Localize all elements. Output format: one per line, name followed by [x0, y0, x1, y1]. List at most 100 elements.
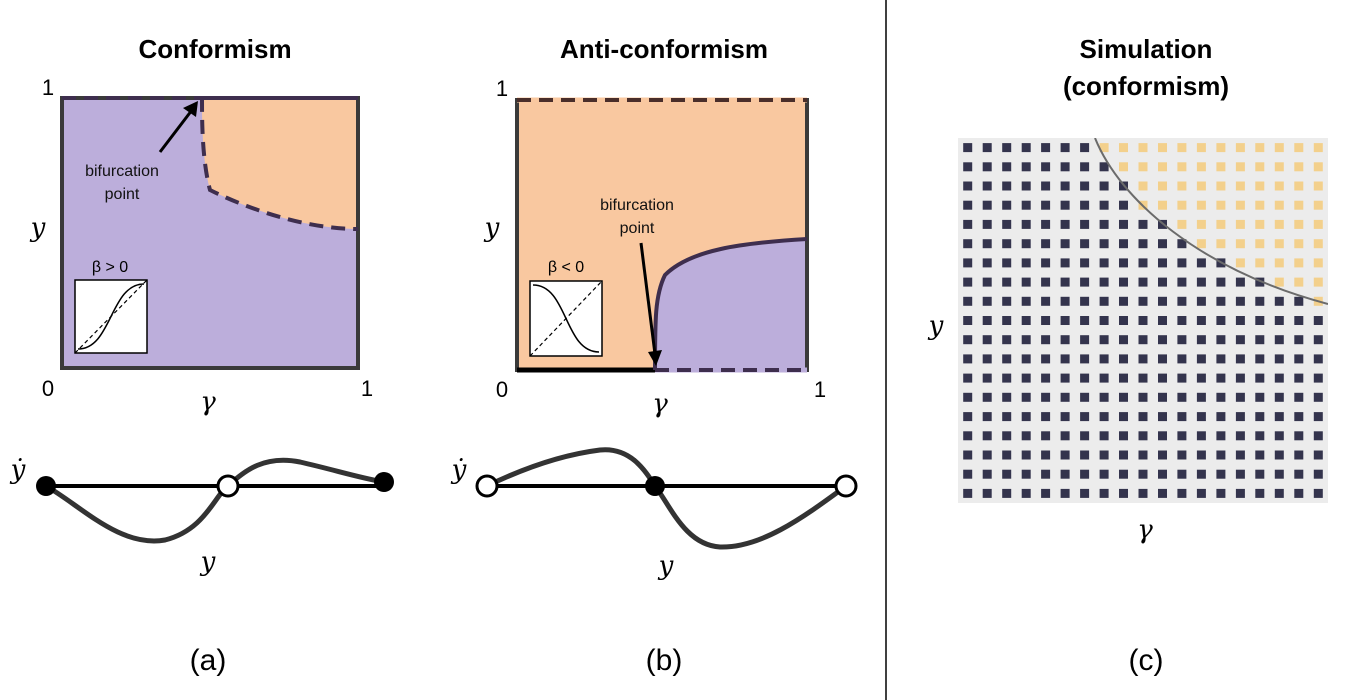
- simulation-cell-dark: [1119, 373, 1128, 383]
- simulation-cell-dark: [1080, 392, 1090, 402]
- simulation-cell-dark: [1235, 469, 1245, 479]
- simulation-cell-dark: [1041, 335, 1051, 345]
- simulation-cell-dark: [1119, 219, 1128, 229]
- simulation-cell-orange: [1177, 143, 1187, 153]
- simulation-cell-orange: [1196, 162, 1206, 172]
- simulation-cell-dark: [1021, 431, 1031, 441]
- simulation-cell-dark: [1099, 412, 1109, 422]
- simulation-cell-dark: [1313, 431, 1323, 441]
- simulation-cell-dark: [1080, 469, 1090, 479]
- simulation-cell-dark: [1060, 392, 1070, 402]
- panel-b-xtick-1: 1: [814, 377, 826, 402]
- simulation-cell-dark: [1196, 335, 1206, 345]
- simulation-cell-dark: [1158, 277, 1167, 287]
- simulation-cell-dark: [1294, 392, 1304, 402]
- simulation-cell-dark: [963, 316, 973, 325]
- panel-b-ytick-1: 1: [496, 76, 508, 101]
- simulation-cell-dark: [963, 450, 973, 460]
- simulation-cell-dark: [1099, 239, 1109, 249]
- conformism-annotation-line2: point: [105, 186, 140, 203]
- conformism-orange-region: [202, 98, 358, 229]
- simulation-cell-dark: [1274, 354, 1284, 364]
- simulation-cell-orange: [1255, 258, 1265, 268]
- simulation-cell-dark: [1119, 469, 1128, 479]
- simulation-cell-dark: [1138, 431, 1148, 441]
- simulation-cell-dark: [1255, 412, 1265, 422]
- simulation-cell-dark: [982, 450, 992, 460]
- simulation-cell-dark: [963, 181, 973, 191]
- simulation-cell-orange: [1313, 277, 1323, 287]
- simulation-cell-dark: [1002, 181, 1012, 191]
- simulation-cell-orange: [1294, 239, 1304, 249]
- conformism-inset-label: β > 0: [92, 259, 128, 276]
- simulation-cell-dark: [1138, 412, 1148, 422]
- simulation-cell-dark: [1158, 258, 1167, 268]
- panel-b-phase-ylabel: ẏ: [451, 455, 467, 485]
- simulation-cell-dark: [1158, 469, 1167, 479]
- simulation-cell-dark: [1235, 392, 1245, 402]
- panel-a-phase-ylabel: ẏ: [10, 455, 26, 485]
- anticonformism-inset: β < 0: [529, 259, 603, 357]
- simulation-cell-dark: [963, 373, 973, 383]
- simulation-cell-dark: [1060, 258, 1070, 268]
- simulation-cell-dark: [1177, 316, 1187, 325]
- simulation-cell-dark: [1060, 488, 1070, 498]
- simulation-cell-dark: [1158, 431, 1167, 441]
- simulation-cell-orange: [1274, 200, 1284, 210]
- simulation-cell-dark: [982, 277, 992, 287]
- panel-c: Simulation (conformism) y γ (c): [928, 34, 1328, 677]
- simulation-cell-dark: [963, 200, 973, 210]
- simulation-cell-dark: [1235, 412, 1245, 422]
- simulation-cell-dark: [982, 412, 992, 422]
- simulation-cell-dark: [1235, 373, 1245, 383]
- panel-a-ylabel: y: [30, 213, 46, 243]
- simulation-cell-dark: [1041, 392, 1051, 402]
- simulation-cell-orange: [1255, 239, 1265, 249]
- simulation-cell-dark: [1080, 335, 1090, 345]
- simulation-cell-dark: [1021, 219, 1031, 229]
- simulation-cell-dark: [1196, 296, 1206, 306]
- simulation-cell-orange: [1196, 219, 1206, 229]
- simulation-cell-orange: [1313, 239, 1323, 249]
- panel-a: Conformism bifurcation point β > 0 1 0: [10, 34, 394, 677]
- simulation-cell-dark: [1138, 239, 1148, 249]
- simulation-cell-dark: [1196, 373, 1206, 383]
- conformism-boundary-curve: [200, 97, 359, 231]
- simulation-cell-dark: [1274, 335, 1284, 345]
- panel-b-xtick-0: 0: [496, 377, 508, 402]
- simulation-cell-dark: [1002, 316, 1012, 325]
- panel-b-phase-xlabel: y: [658, 551, 674, 581]
- panel-b-xlabel: γ: [652, 389, 668, 419]
- anticonformism-purple-region: [655, 239, 807, 370]
- conformism-arrow-head: [183, 101, 198, 117]
- simulation-cell-orange: [1158, 200, 1167, 210]
- simulation-cell-dark: [963, 488, 973, 498]
- simulation-cell-dark: [1177, 239, 1187, 249]
- simulation-cell-dark: [1021, 469, 1031, 479]
- anticonformism-boundary-curve: [653, 237, 808, 371]
- anticonformism-annotation-line1: bifurcation: [600, 197, 674, 214]
- anticonformism-stable-point: [645, 476, 665, 496]
- simulation-cell-dark: [1196, 354, 1206, 364]
- simulation-cell-dark: [1119, 258, 1128, 268]
- simulation-cell-dark: [1196, 392, 1206, 402]
- simulation-cell-orange: [1138, 181, 1148, 191]
- simulation-cell-dark: [1002, 143, 1012, 153]
- simulation-cell-dark: [1274, 450, 1284, 460]
- simulation-cell-dark: [1080, 162, 1090, 172]
- simulation-cell-dark: [1002, 200, 1012, 210]
- simulation-cell-orange: [1235, 162, 1245, 172]
- simulation-cell-dark: [1021, 143, 1031, 153]
- simulation-cell-dark: [1177, 373, 1187, 383]
- simulation-cell-dark: [1119, 450, 1128, 460]
- simulation-cell-orange: [1274, 277, 1284, 287]
- simulation-cell-dark: [1080, 431, 1090, 441]
- simulation-cell-orange: [1255, 200, 1265, 210]
- simulation-cell-dark: [1255, 316, 1265, 325]
- simulation-cell-dark: [1041, 412, 1051, 422]
- simulation-cell-dark: [1177, 450, 1187, 460]
- simulation-cell-orange: [1196, 143, 1206, 153]
- simulation-cell-dark: [1158, 450, 1167, 460]
- simulation-cell-dark: [1119, 296, 1128, 306]
